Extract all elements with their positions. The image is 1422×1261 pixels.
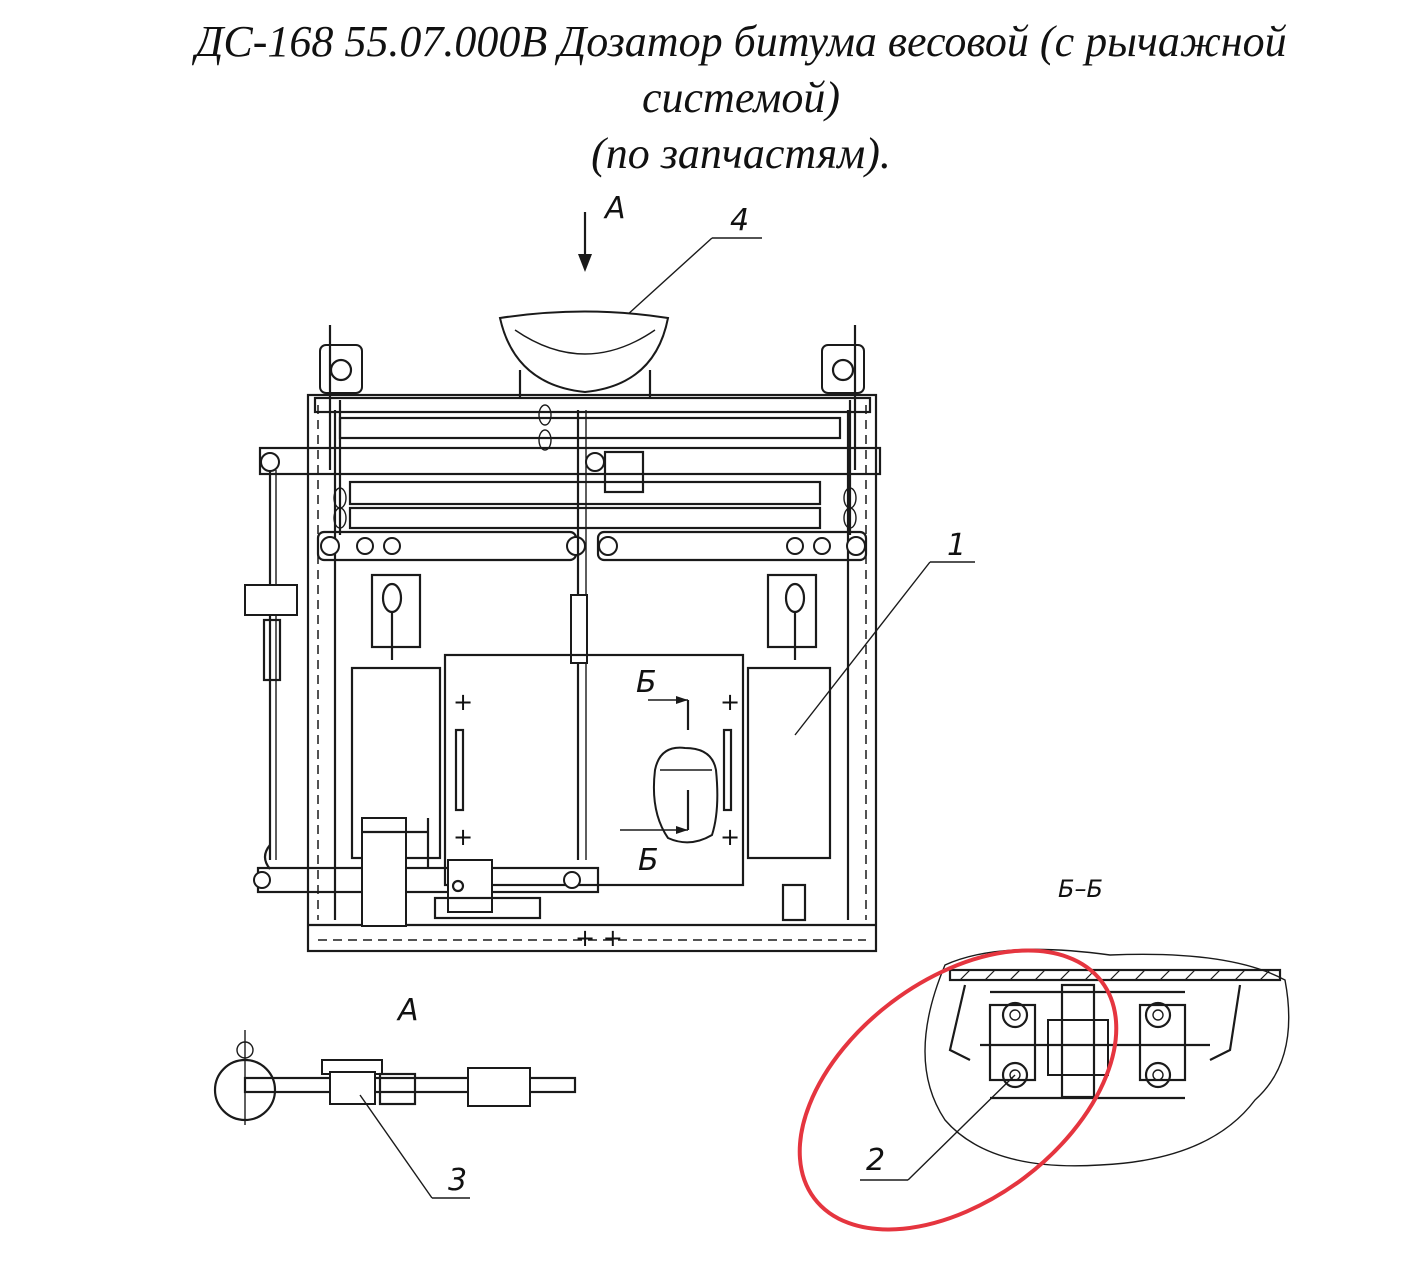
- document-title: ДС-168 55.07.000В Дозатор битума весовой…: [0, 14, 1422, 182]
- part-2-label: 2: [866, 1143, 885, 1178]
- right-top-bracket: [821, 325, 865, 470]
- left-hanger: [370, 573, 422, 660]
- hopper-bucket: [498, 310, 670, 398]
- section-mark-bottom: Б: [638, 843, 659, 878]
- valve-assembly: Б Б: [620, 665, 719, 878]
- center-turnbuckle: [570, 594, 588, 664]
- highlight-ellipse: [797, 948, 1119, 1232]
- right-hanger: [766, 573, 818, 660]
- svg-text:+: +: [720, 823, 740, 851]
- svg-text:+ +: + +: [575, 924, 623, 952]
- tank-panels: + + + + + +: [350, 653, 832, 952]
- title-line-2: системой): [642, 73, 840, 122]
- section-bb-title: Б–Б: [1058, 875, 1103, 903]
- svg-text:+: +: [453, 823, 473, 851]
- part-3-label: 3: [448, 1163, 467, 1198]
- svg-text:+: +: [720, 688, 740, 716]
- left-hanging-rod: [244, 470, 298, 870]
- leader-part-1: 1: [794, 528, 975, 736]
- svg-text:+: +: [453, 688, 473, 716]
- bottom-lever: [253, 817, 807, 927]
- title-line-3: (по запчастям).: [591, 129, 891, 178]
- title-line-1: ДС-168 55.07.000В Дозатор битума весовой…: [195, 17, 1287, 66]
- view-arrow-label: А: [603, 191, 626, 226]
- section-bb: Б–Б: [860, 875, 1290, 1181]
- lever-beams: [316, 530, 868, 562]
- outer-frame: [306, 393, 878, 953]
- view-a: А 3: [213, 993, 577, 1199]
- section-mark-top: Б: [636, 665, 657, 700]
- hatching: [959, 969, 1271, 981]
- top-beams: [258, 396, 882, 530]
- view-a-title: А: [396, 993, 419, 1028]
- part-1-label: 1: [947, 528, 966, 563]
- main-view: А 4: [244, 191, 975, 953]
- part-4-label: 4: [730, 203, 749, 238]
- view-arrow-a: А: [578, 191, 626, 272]
